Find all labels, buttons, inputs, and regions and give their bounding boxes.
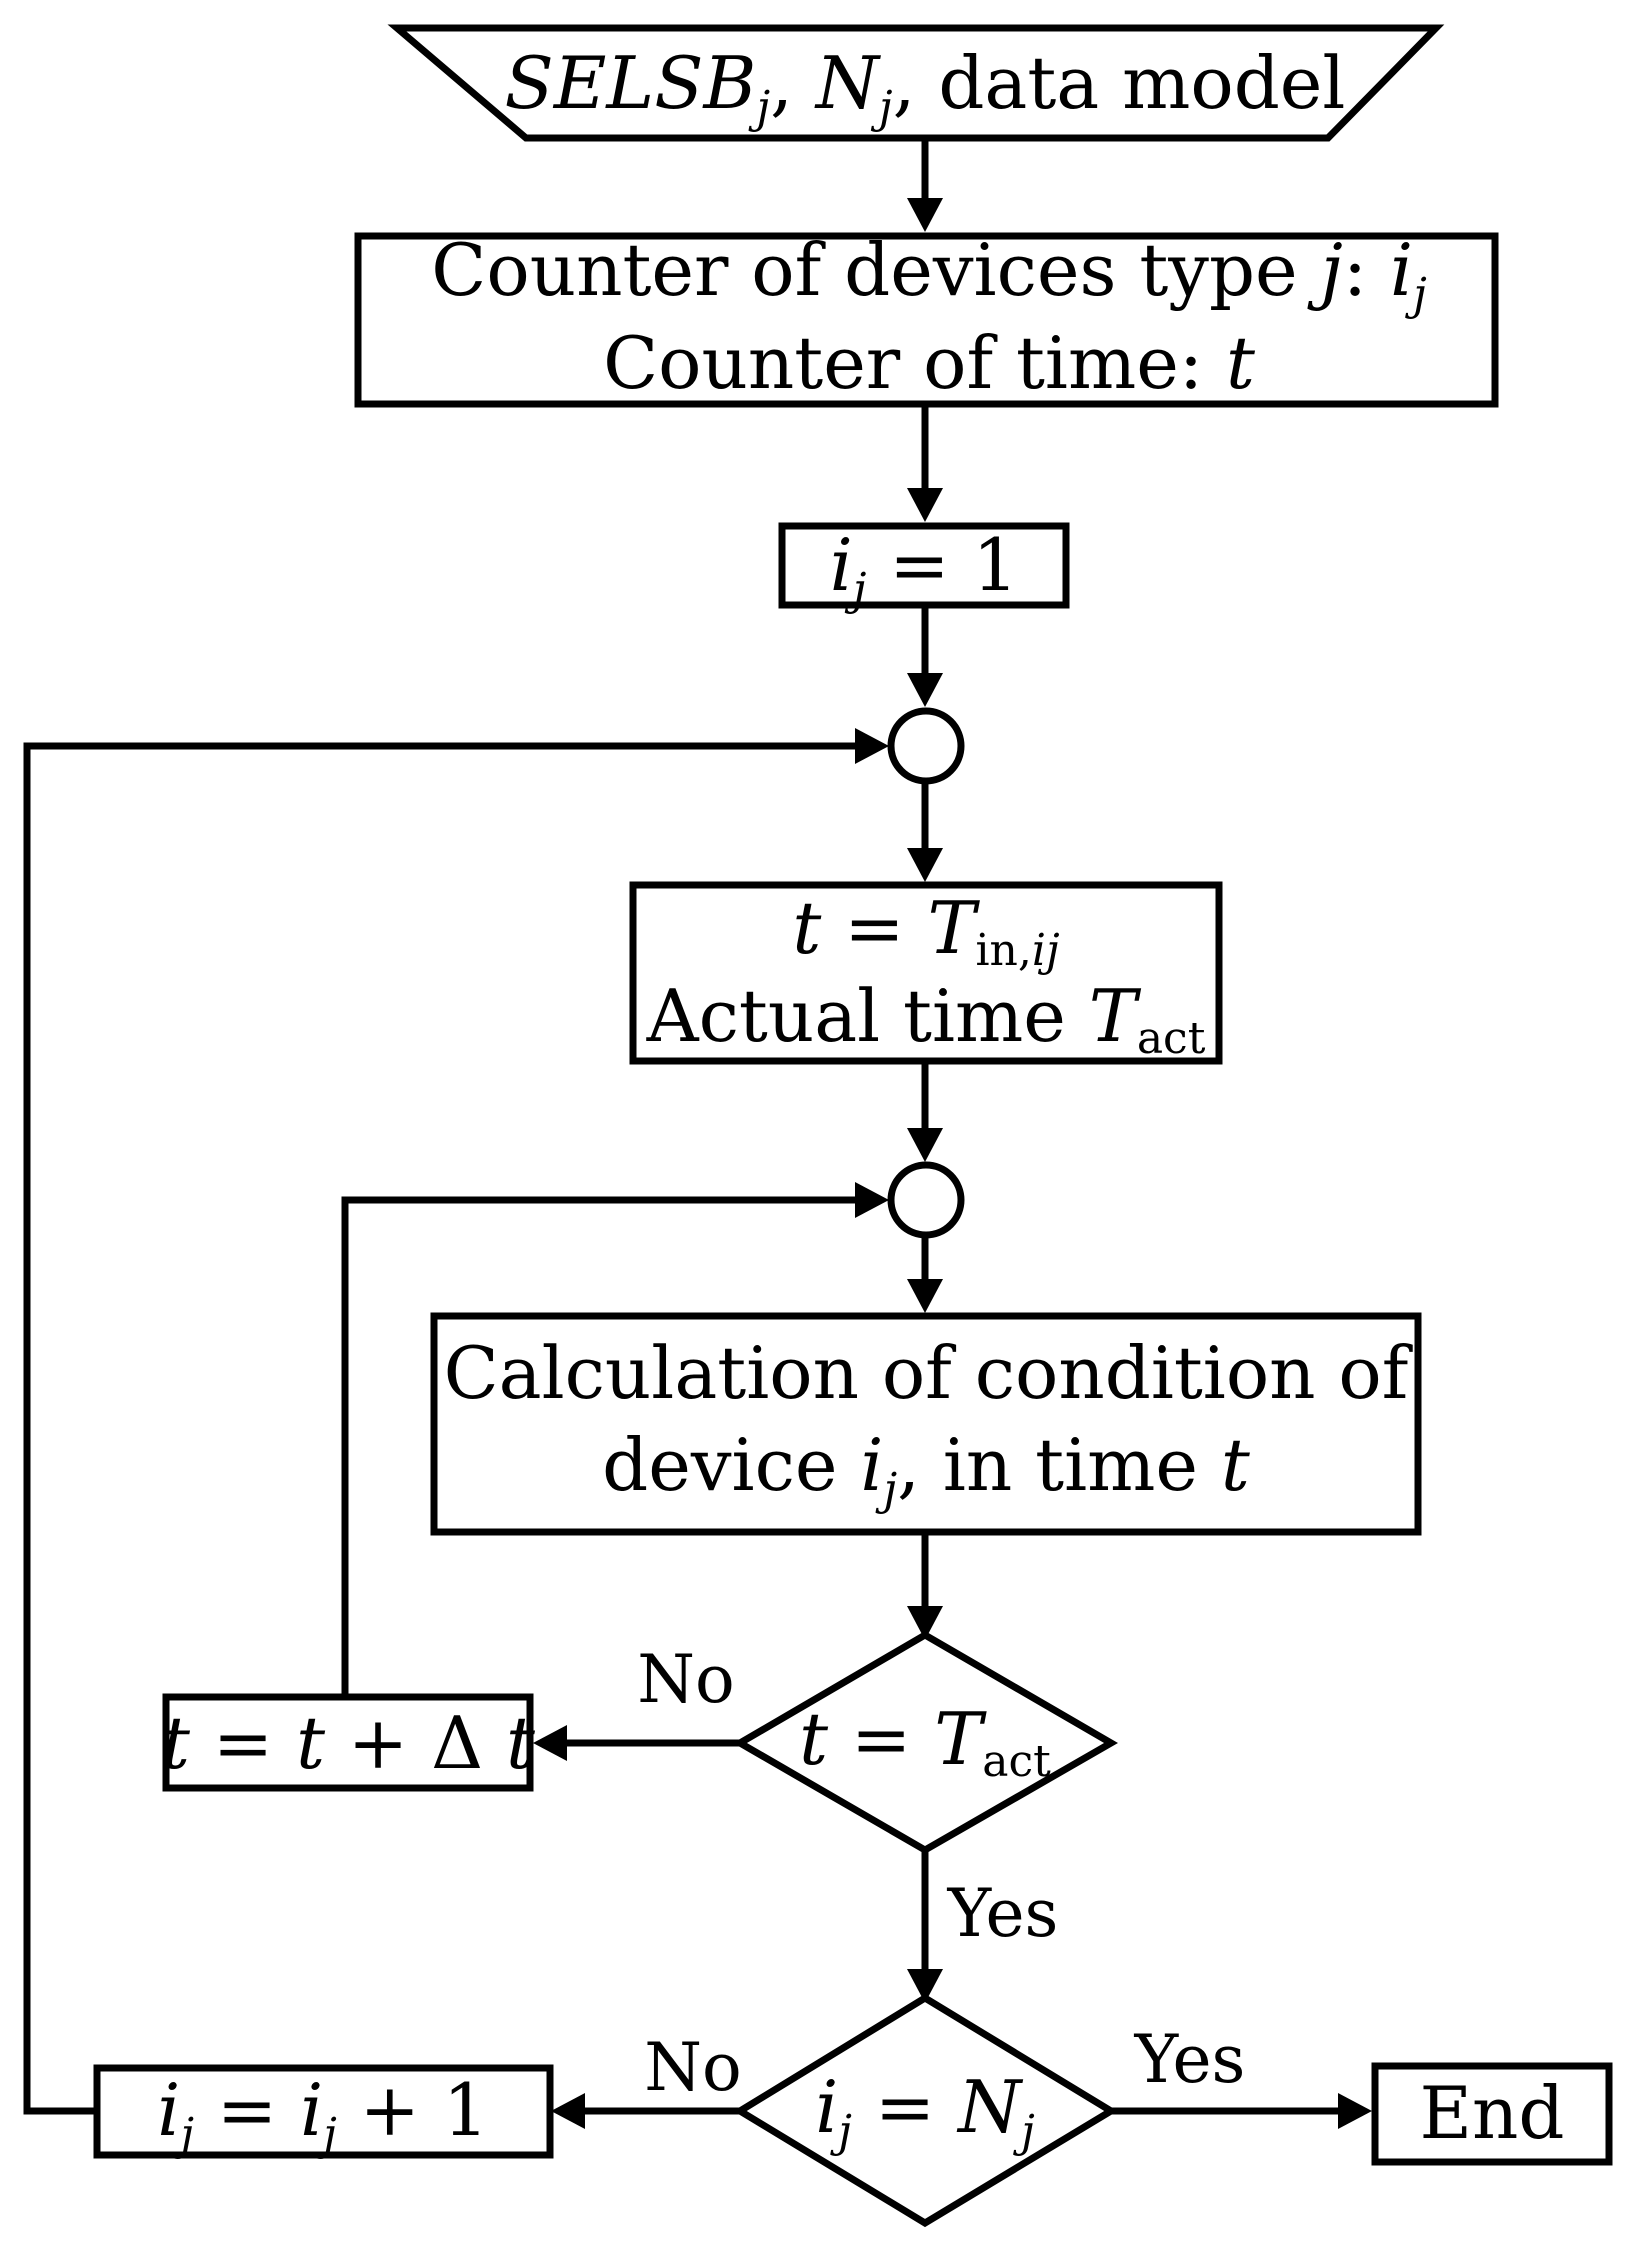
init-box-shape [778,522,1070,609]
input-trapezoid-shape [387,24,1445,142]
calculation-line1: Calculation of condition of [444,1331,1413,1415]
increment-time-label: t = t + Δ t [161,1701,536,1785]
decision-time-no-label: No [637,1641,735,1718]
arrowhead [907,1279,943,1313]
decision-count-yes-label: Yes [1134,2021,1246,2098]
decision-time-label: t = Tact [799,1697,1051,1787]
connector-inner-loop [341,1196,862,1697]
init-label: ij = 1 [830,523,1019,615]
counters-node: Counter of devices type j: ij Counter of… [354,228,1499,408]
input-node: SELSBj, Nj, data model [387,24,1445,142]
arrowhead [907,198,943,232]
counters-line1: Counter of devices type j: ij [431,228,1426,320]
counters-box-shape [354,232,1499,408]
increment-time-node: t = t + Δ t [161,1693,536,1792]
calculation-box-shape [430,1312,1422,1536]
time-init-line1: t = Tin,ij [792,886,1059,976]
counters-line2: Counter of time: t [603,321,1256,405]
end-label: End [1419,2071,1564,2155]
time-init-line2: Actual time Tact [646,974,1206,1064]
calculation-node: Calculation of condition of device ij, i… [430,1312,1422,1536]
end-node: End [1371,2062,1613,2166]
junction-outer-loop [887,707,965,785]
arrowhead [907,673,943,707]
time-init-node: t = Tin,ij Actual time Tact [629,881,1223,1065]
arrowhead [855,728,889,764]
init-node: ij = 1 [778,522,1070,615]
increment-count-node: ij = ij + 1 [93,2064,554,2160]
calculation-line2: device ij, in time t [602,1423,1251,1515]
increment-count-label: ij = ij + 1 [157,2068,488,2160]
time-init-box-shape [629,881,1223,1065]
arrowhead [1338,2093,1372,2129]
arrowhead [907,1128,943,1162]
arrowhead [855,1182,889,1218]
decision-time-yes-label: Yes [947,1875,1059,1952]
decision-count-diamond [733,1993,1118,2228]
connector-outer-loop [23,742,862,2115]
arrowhead [907,488,943,522]
decision-time-node: t = Tact No Yes [637,1630,1118,1952]
end-box-shape [1371,2062,1613,2166]
arrowhead [533,1725,567,1761]
arrowhead [907,1606,943,1640]
arrowhead [907,1969,943,2003]
arrowhead [907,848,943,882]
decision-count-label: ij = Nj [815,2065,1034,2157]
decision-count-no-label: No [644,2029,742,2106]
junction-inner-loop [887,1161,965,1239]
decision-count-node: ij = Nj No Yes [644,1993,1246,2228]
input-label: SELSBj, Nj, data model [505,41,1346,133]
arrowhead [551,2093,585,2129]
